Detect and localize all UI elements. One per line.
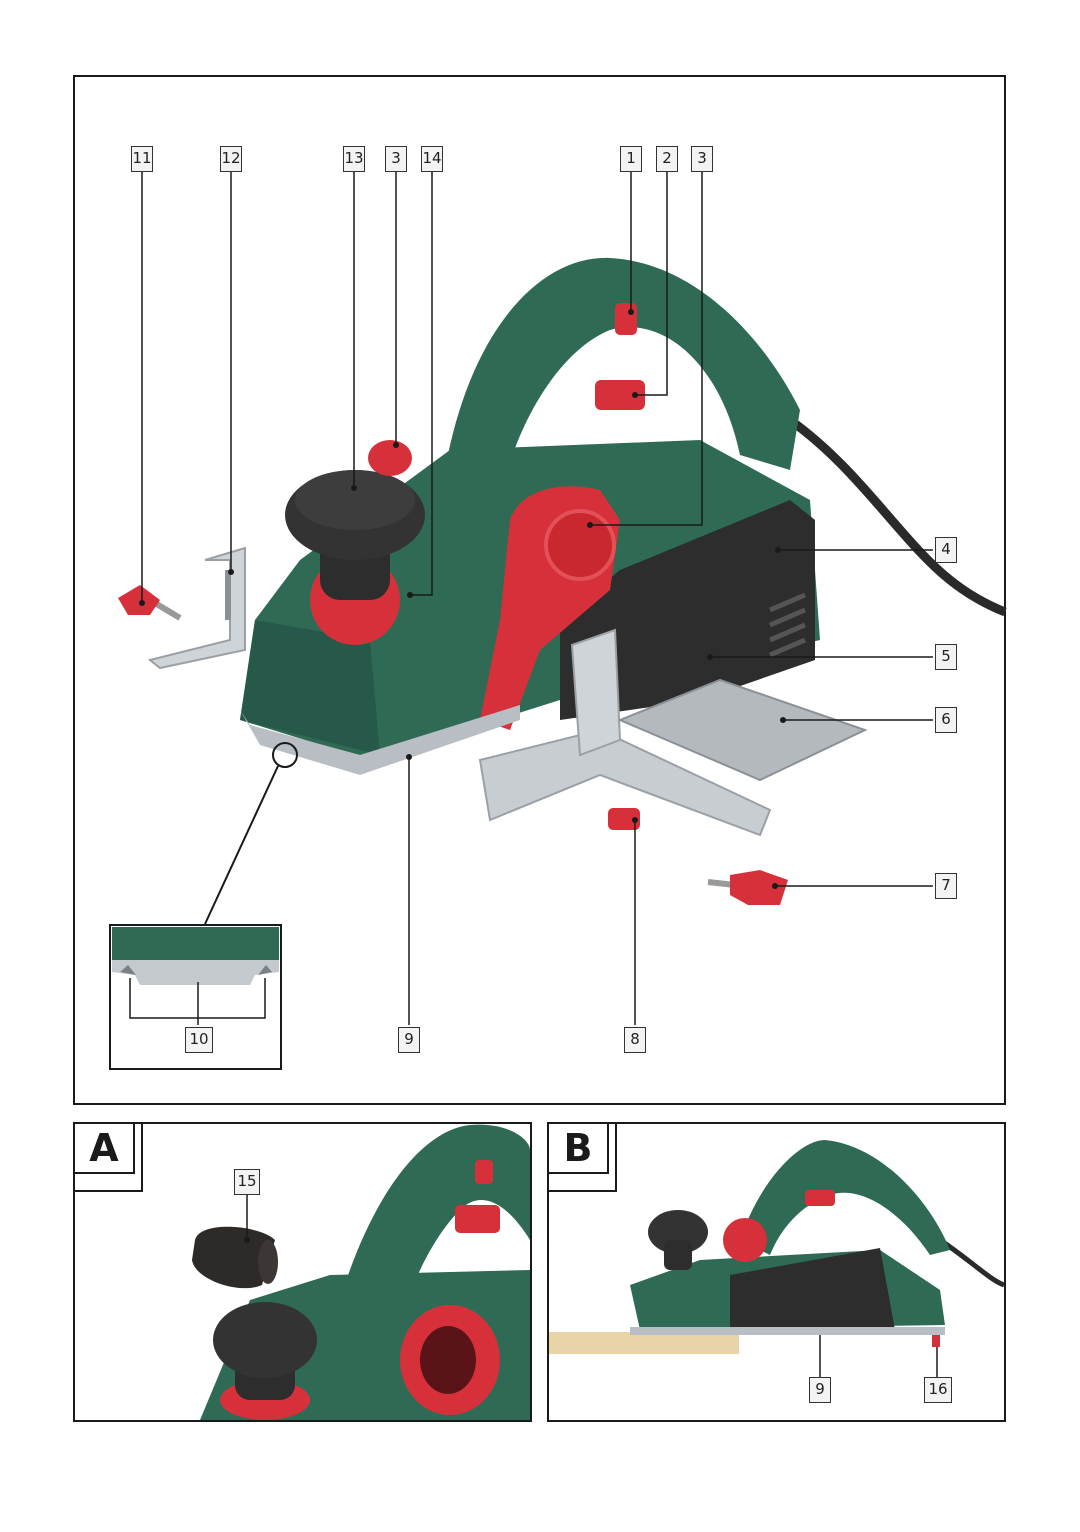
a-knob: [213, 1302, 317, 1378]
depth-stop-screw-8: [608, 808, 640, 830]
callout-3-ejector: 3: [691, 146, 713, 172]
chip-ejector: [544, 509, 616, 581]
callout-16: 16: [924, 1377, 952, 1403]
a-trigger: [455, 1205, 500, 1233]
leader-lines: [141, 172, 933, 1025]
detail-connector: [204, 765, 279, 925]
callout-13: 13: [343, 146, 365, 172]
trigger-switch: [595, 380, 645, 410]
chip-adapter-15: [192, 1226, 275, 1289]
panel-b-letter: B: [547, 1122, 609, 1174]
handle: [445, 257, 800, 480]
inset-sole: [112, 960, 279, 985]
inset-body: [112, 927, 279, 960]
b-wood-board: [549, 1332, 739, 1354]
callout-6: 6: [935, 707, 957, 733]
panel-b-letter-notch-bottom: [547, 1188, 617, 1192]
b-knob: [648, 1210, 708, 1254]
callout-5: 5: [935, 644, 957, 670]
callout-10: 10: [185, 1027, 213, 1053]
a-ejector-hole: [420, 1326, 476, 1394]
callout-1: 1: [620, 146, 642, 172]
guide-upright: [570, 628, 622, 757]
guide-slot: [225, 570, 231, 620]
body-shade: [240, 620, 380, 755]
callout-15: 15: [234, 1169, 260, 1195]
b-cord: [938, 1237, 1004, 1288]
panel-b-letter-notch: [607, 1122, 617, 1192]
vent-slots: [769, 592, 806, 658]
callout-8: 8: [624, 1027, 646, 1053]
a-lock: [475, 1160, 493, 1184]
callout-14: 14: [421, 146, 443, 172]
callout-11: 11: [131, 146, 153, 172]
wing-screw-7: [730, 870, 788, 905]
sole-plate: [240, 705, 520, 775]
callout-9: 9: [398, 1027, 420, 1053]
belt-cover: [560, 500, 815, 720]
b-belt-cover: [730, 1248, 895, 1330]
callout-12: 12: [220, 146, 242, 172]
chip-adapter-opening: [258, 1240, 278, 1284]
panel-a-letter-notch-bottom: [73, 1188, 143, 1192]
b-ejector: [723, 1218, 767, 1262]
v-groove-right: [258, 965, 272, 975]
inset-bracket: [129, 978, 266, 1025]
detail-marker-circle: [272, 742, 298, 768]
callout-2: 2: [656, 146, 678, 172]
power-cord: [787, 416, 1007, 617]
callout-b-9: 9: [809, 1377, 831, 1403]
callout-3-knob: 3: [385, 146, 407, 172]
panel-b-leaders: [819, 1335, 938, 1377]
v-groove-left: [120, 965, 136, 975]
panel-a-letter: A: [73, 1122, 135, 1174]
callout-7: 7: [935, 873, 957, 899]
b-handle: [740, 1140, 950, 1255]
callout-4: 4: [935, 537, 957, 563]
b-trigger: [805, 1190, 835, 1206]
depth-knob-top: [295, 470, 415, 530]
b-sole: [630, 1327, 945, 1335]
panel-a-letter-notch: [133, 1122, 143, 1192]
depth-stop-plate: [617, 678, 868, 782]
ejector-switch: [368, 440, 412, 476]
wing-screw-11: [118, 585, 160, 615]
parking-foot-16: [932, 1335, 940, 1347]
b-knob-stem: [664, 1240, 692, 1270]
leader-dots: [139, 309, 786, 889]
